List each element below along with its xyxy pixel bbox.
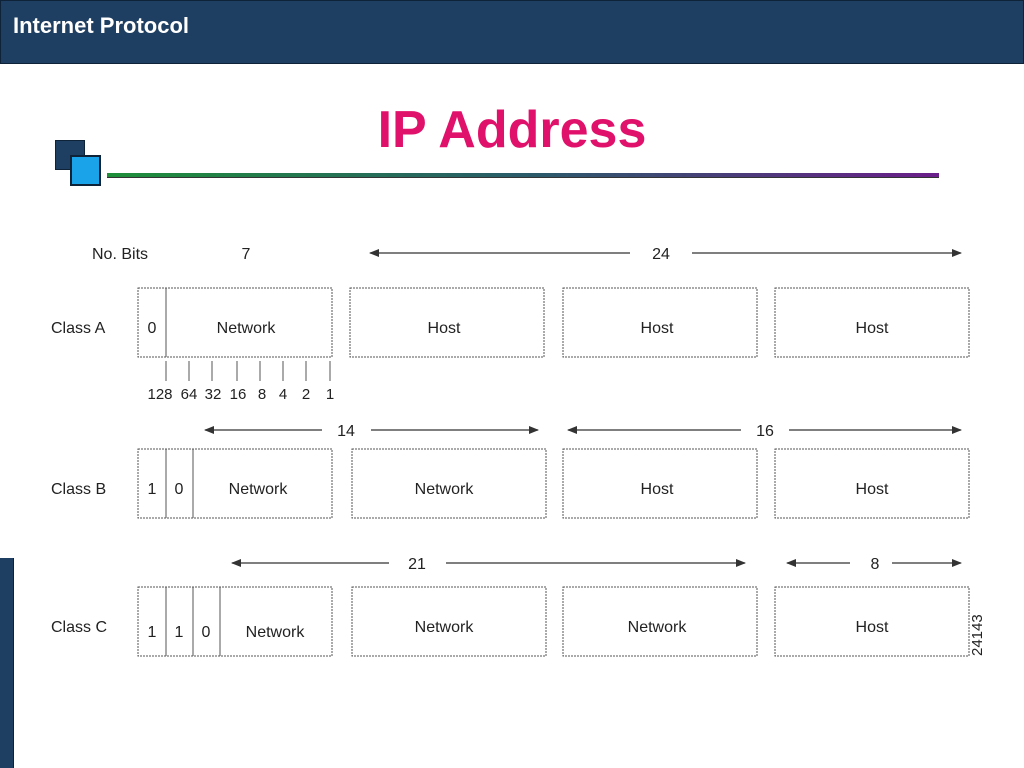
header-title: Internet Protocol: [13, 13, 190, 38]
class-b-network-2: Network: [415, 481, 475, 498]
no-bits-label: No. Bits: [92, 246, 148, 263]
class-c-octet-2: [351, 586, 547, 657]
class-c-network-2: Network: [415, 619, 475, 636]
class-c-bit-0: 0: [202, 624, 211, 641]
title-underline: [107, 173, 939, 178]
class-a-bits-host: 24: [652, 246, 670, 263]
class-c-bits-host: 8: [871, 556, 880, 573]
class-a-bit-0: 0: [148, 320, 157, 337]
class-c-network-3: Network: [628, 619, 688, 636]
slide-title: IP Address: [0, 100, 1024, 160]
class-a-label: Class A: [51, 320, 106, 337]
bit-weight-128: 128: [147, 386, 172, 403]
left-accent-bar: [0, 558, 14, 768]
slide-title-text: IP Address: [377, 101, 647, 159]
class-b-octet-4: [774, 448, 970, 519]
class-a-octet-3: [562, 287, 758, 358]
class-b-bit-1: 1: [148, 481, 157, 498]
header-bar: Internet Protocol: [0, 0, 1024, 64]
class-b-octet-3: [562, 448, 758, 519]
class-a-network: Network: [217, 320, 277, 337]
class-c-bit-1a: 1: [148, 624, 157, 641]
class-a-first-octet: [137, 287, 333, 358]
class-a-octet-4: [774, 287, 970, 358]
class-c-bits-network: 21: [408, 556, 426, 573]
class-c-octet-3: [562, 586, 758, 657]
class-b-bits-host: 16: [756, 423, 774, 440]
bit-weight-4: 4: [279, 386, 287, 403]
class-c-host: Host: [856, 619, 889, 636]
class-a-host-3: Host: [856, 320, 889, 337]
bit-weight-ticks: [165, 361, 331, 381]
bit-weight-32: 32: [205, 386, 222, 403]
bit-weight-64: 64: [181, 386, 198, 403]
class-b-label: Class B: [51, 481, 106, 498]
bit-weight-1: 1: [326, 386, 334, 403]
bit-weight-2: 2: [302, 386, 310, 403]
class-a-host-2: Host: [641, 320, 674, 337]
class-a-octet-2: [349, 287, 545, 358]
class-c-network-1: Network: [246, 624, 306, 641]
class-a-host-1: Host: [428, 320, 461, 337]
title-bullet-icon: [55, 140, 101, 186]
class-b-network-1: Network: [229, 481, 289, 498]
bit-weight-16: 16: [230, 386, 247, 403]
figure-id: 24143: [969, 614, 986, 656]
class-c-octet-4: [774, 586, 970, 657]
class-c-bit-1b: 1: [175, 624, 184, 641]
class-b-first-octet: [137, 448, 333, 519]
class-b-octet-2: [351, 448, 547, 519]
class-b-host-2: Host: [856, 481, 889, 498]
class-b-bits-network: 14: [337, 423, 355, 440]
class-c-label: Class C: [51, 619, 107, 636]
class-b-host-1: Host: [641, 481, 674, 498]
class-c-first-octet: [137, 586, 333, 657]
class-b-bit-0: 0: [175, 481, 184, 498]
class-a-bits-network: 7: [242, 246, 251, 263]
bit-weight-8: 8: [258, 386, 266, 403]
